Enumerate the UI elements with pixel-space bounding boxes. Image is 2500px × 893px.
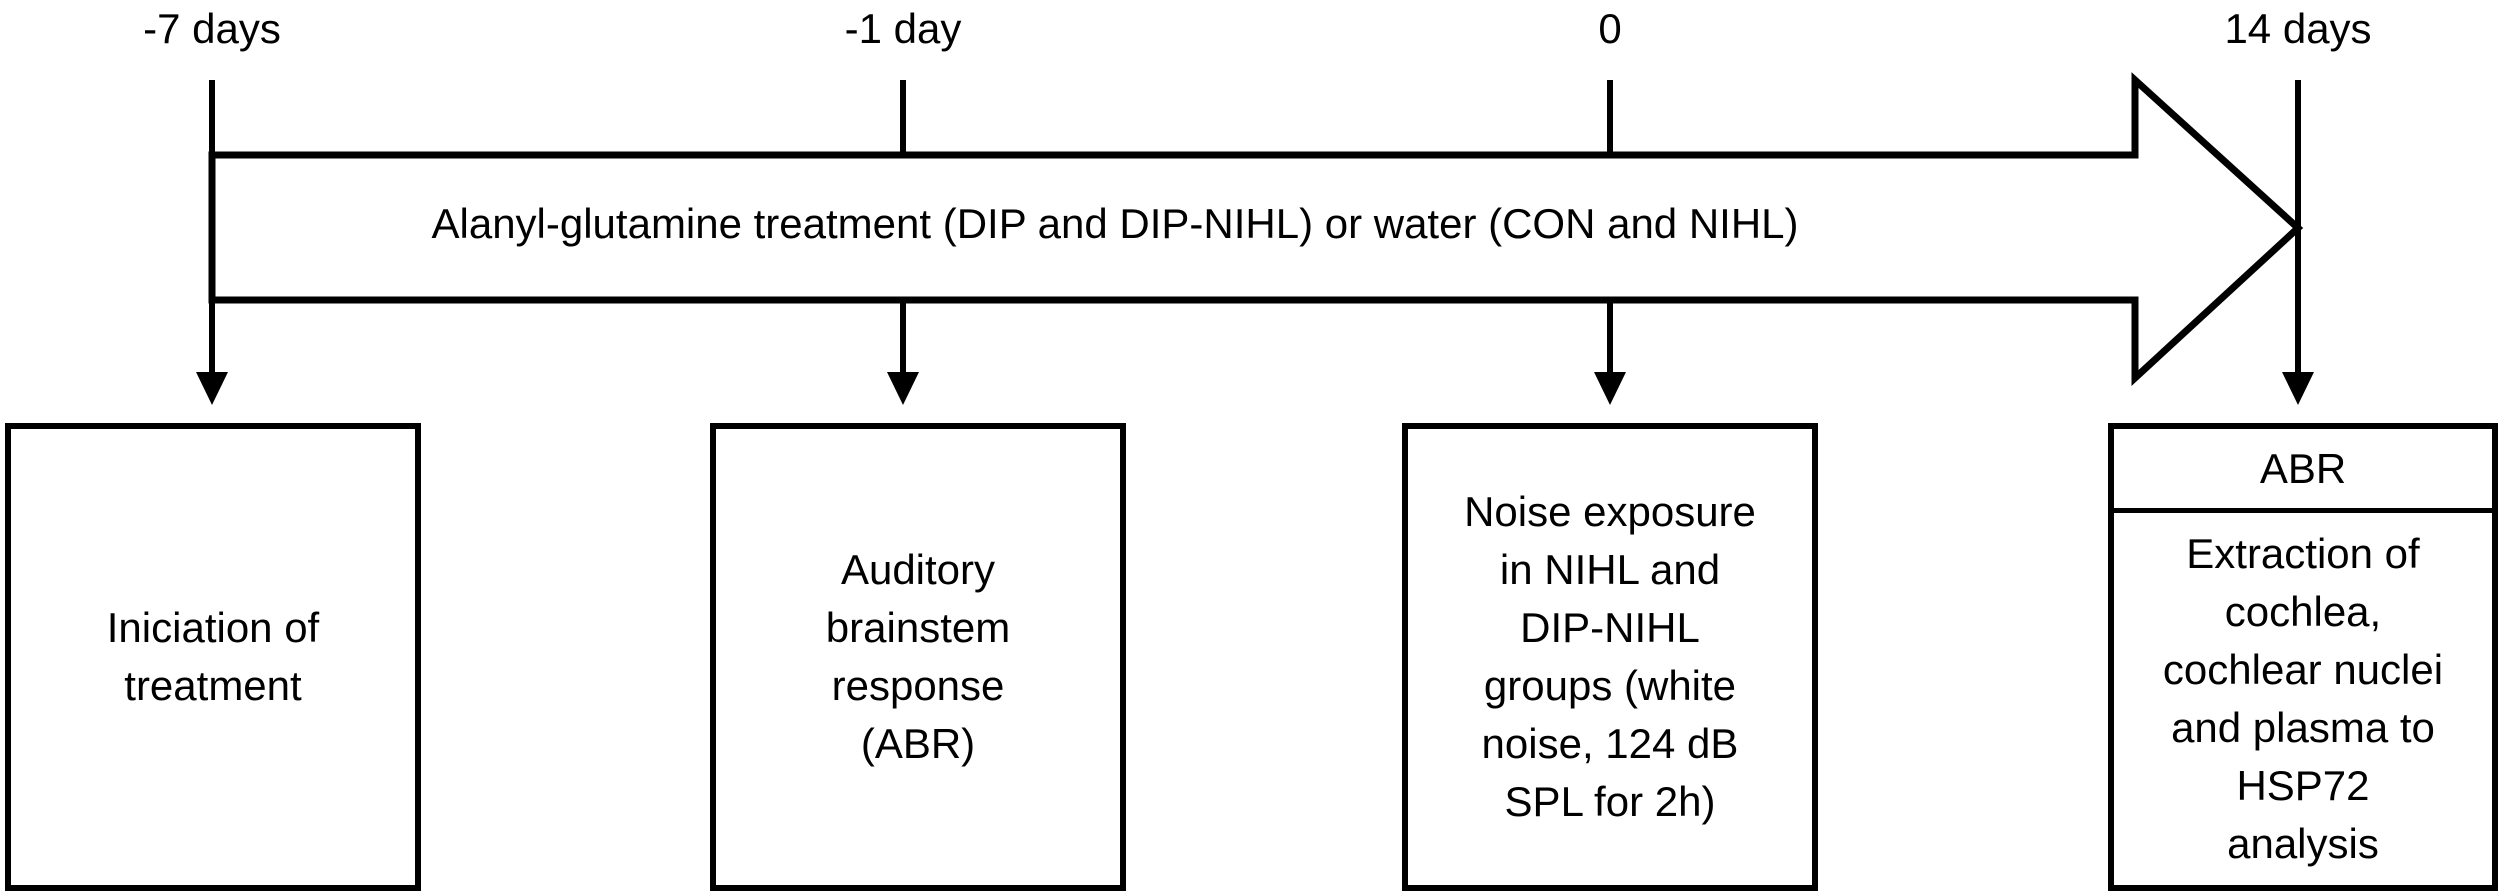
- timeline-label-zero: 0: [1598, 5, 1622, 52]
- final-abr-label: ABR: [2259, 444, 2347, 492]
- arrowhead-icon: [2282, 372, 2314, 405]
- arrowhead-icon: [1594, 372, 1626, 405]
- final-abr-header: ABR: [2114, 429, 2492, 513]
- final-analysis-box: ABR Extraction of cochlea, cochlear nucl…: [2108, 423, 2498, 891]
- tick-zero: [1594, 80, 1626, 405]
- abr-baseline-text: Auditory brainstem response (ABR): [825, 546, 1011, 767]
- arrowhead-icon: [887, 372, 919, 405]
- noise-exposure-box: Noise exposure in NIHL and DIP-NIHL grou…: [1402, 423, 1818, 891]
- abr-baseline-box: Auditory brainstem response (ABR): [710, 423, 1126, 891]
- initiation-text: Iniciation of treatment: [106, 604, 320, 709]
- tick-14: [2282, 80, 2314, 405]
- timeline-label-minus1: -1 day: [844, 5, 962, 52]
- initiation-box: Iniciation of treatment: [5, 423, 421, 891]
- arrowhead-icon: [196, 372, 228, 405]
- timeline-label-minus7: -7 days: [143, 5, 281, 52]
- noise-exposure-text: Noise exposure in NIHL and DIP-NIHL grou…: [1464, 488, 1756, 825]
- tick-minus7: [196, 80, 228, 405]
- final-analysis-text: Extraction of cochlea, cochlear nuclei a…: [2162, 530, 2444, 867]
- treatment-label: Alanyl-glutamine treatment (DIP and DIP-…: [431, 200, 1799, 247]
- treatment-arrow: [208, 72, 2304, 386]
- timeline-label-14: 14 days: [2224, 5, 2372, 52]
- final-analysis-body: Extraction of cochlea, cochlear nuclei a…: [2114, 513, 2492, 885]
- tick-minus1: [887, 80, 919, 405]
